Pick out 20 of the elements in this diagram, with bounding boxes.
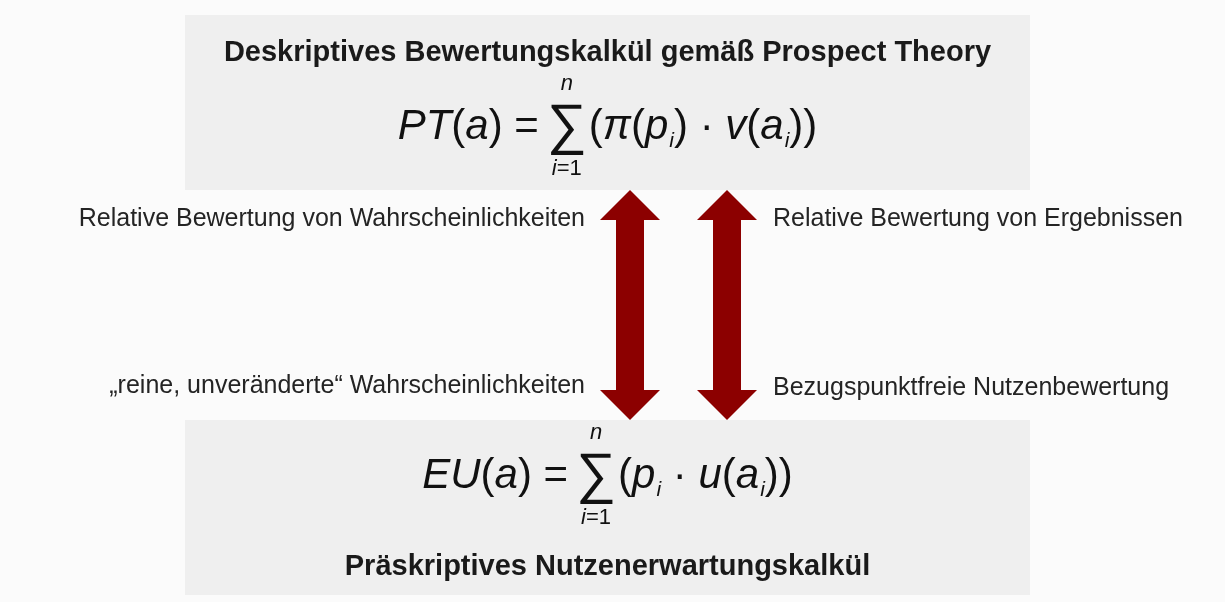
arrow-annotation: Relative Bewertung von Ergebnissen: [773, 202, 1183, 232]
arrow-annotation: Relative Bewertung von Wahrscheinlichkeiten: [78, 202, 585, 232]
arrow-annotation: Bezugspunktfreie Nutzenbewertung: [773, 371, 1170, 401]
panel-heading: Deskriptives Bewertungskalkül gemäß Prospect Theory: [223, 34, 992, 69]
formula-right-side: (π(p$_{i}$) · v(a$_{i}$)): [588, 101, 818, 148]
summation-upper-limit: n: [560, 70, 573, 94]
formula-panel: [185, 420, 1030, 595]
arrow-annotation: „reine, unveränderte“ Wahrscheinlichkeiten: [109, 369, 585, 399]
double-arrow: [697, 190, 757, 420]
double-arrow: [600, 190, 660, 420]
summation-lower-limit: i=1: [551, 155, 582, 179]
summation-lower-limit: i=1: [581, 505, 612, 529]
formula-panel: [185, 15, 1030, 190]
panel-heading: Präskriptives Nutzenerwartungskalkül: [344, 548, 871, 583]
summation-upper-limit: n: [589, 420, 603, 444]
summation-sign: ∑: [576, 443, 617, 506]
formula-right-side: (p$_{i}$ · u(a$_{i}$)): [618, 451, 793, 498]
formula-left-side: PT(a) =: [397, 101, 539, 148]
summation-sign: ∑: [546, 93, 587, 156]
formula-left-side: EU(a) =: [422, 451, 569, 498]
